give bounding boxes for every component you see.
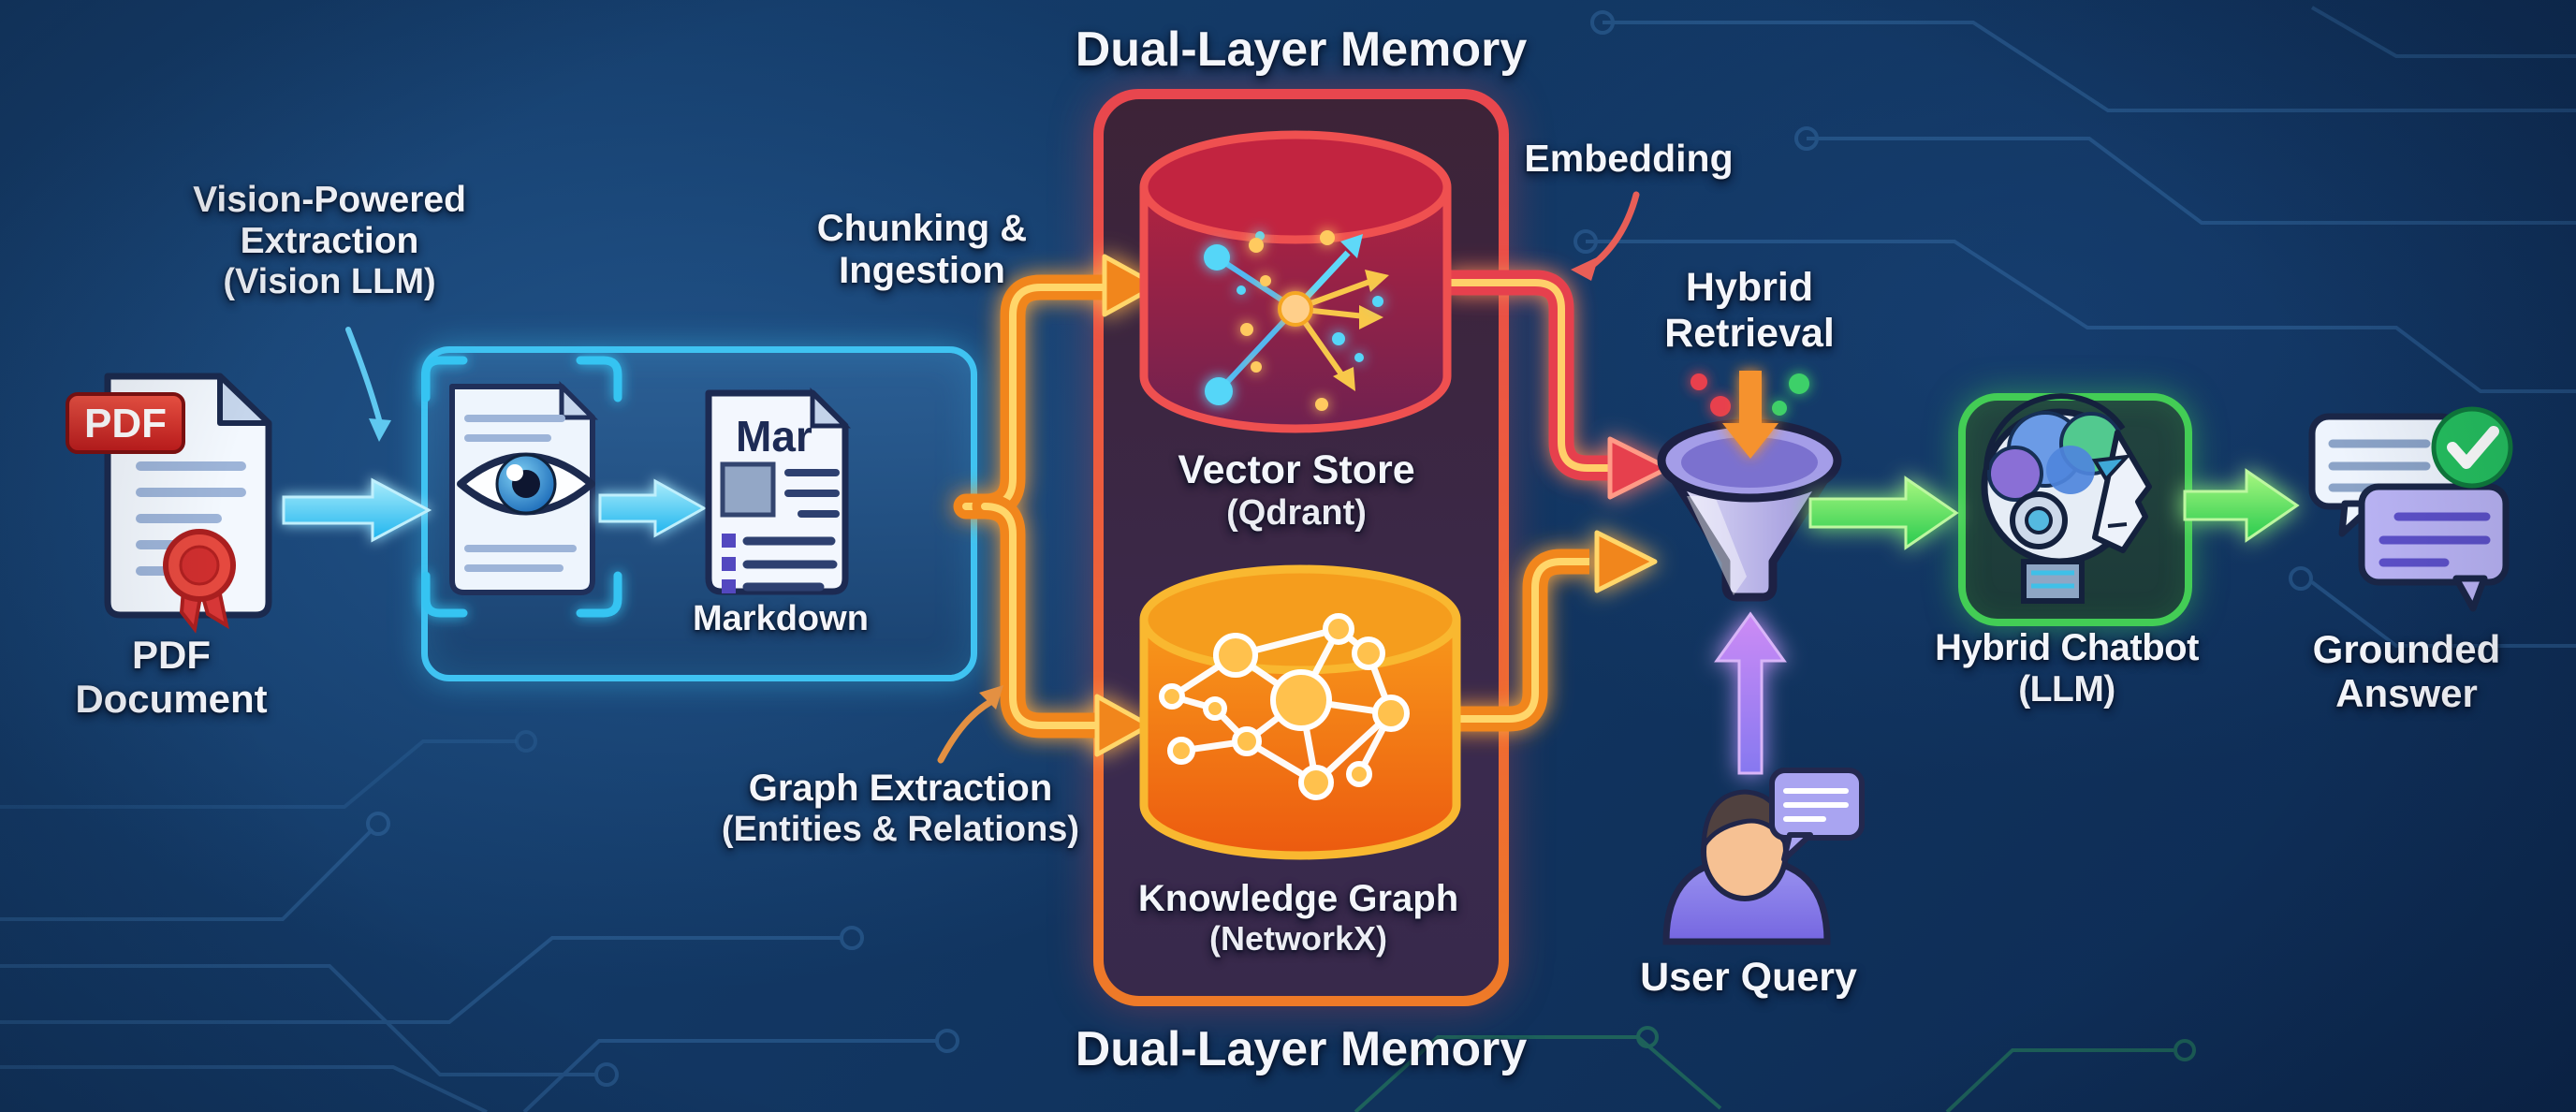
arrow-down-icon-into-funnel: [1722, 371, 1778, 459]
chat-bubbles-icon: [2308, 406, 2513, 612]
markdown-doc-text: Mar: [736, 412, 812, 461]
knowledge-graph-cylinder-icon: [1139, 564, 1461, 860]
circuit-pattern-green: [1354, 1026, 2196, 1112]
eye-scan-icon: [421, 356, 622, 618]
vector-store-cylinder-icon: [1139, 130, 1452, 433]
hybrid-chatbot-label: Hybrid Chatbot (LLM): [1935, 627, 2199, 710]
user-query-label: User Query: [1640, 955, 1857, 1000]
arrow-right-icon-pdf-to-vision: [282, 477, 432, 543]
arrow-right-icon-chatbot-to-answer: [2183, 468, 2300, 543]
vector-store-label: Vector Store (Qdrant): [1178, 447, 1415, 533]
vector-starburst: [1204, 230, 1389, 411]
speech-bubble-icon: [1769, 768, 1865, 862]
arrow-right-icon-eye-to-markdown: [598, 478, 708, 538]
check-circle-icon: [2431, 406, 2513, 489]
hybrid-retrieval-label: Hybrid Retrieval: [1664, 265, 1835, 356]
graph-extraction-annotation-arrow: [937, 685, 1003, 764]
pdf-badge-text: PDF: [84, 401, 167, 446]
graph-extraction-label: Graph Extraction (Entities & Relations): [721, 768, 1080, 850]
markdown-label: Markdown: [693, 599, 869, 638]
arrow-right-icon-funnel-to-chatbot: [1808, 476, 1959, 550]
robot-brain-icon: [1981, 393, 2152, 604]
vision-annotation-arrow: [345, 327, 391, 442]
funnel-input-dots: [1690, 373, 1809, 417]
grounded-answer-label: Grounded Answer: [2312, 627, 2501, 716]
pipe-chunking-ingestion: [953, 254, 1160, 757]
dual-layer-memory-title-bottom: Dual-Layer Memory: [1075, 1022, 1528, 1076]
pipe-graph-retrieval: [1446, 530, 1658, 732]
certificate-ribbon-icon: [163, 529, 236, 634]
markdown-file-icon: Mar: [705, 387, 852, 595]
embedding-label: Embedding: [1524, 137, 1734, 180]
vision-extraction-label: Vision-Powered Extraction (Vision LLM): [193, 180, 466, 302]
knowledge-graph-label: Knowledge Graph (NetworkX): [1137, 878, 1459, 958]
circuit-pattern: [0, 6, 2576, 1112]
pdf-document-label: PDF Document: [75, 633, 268, 722]
chunking-ingestion-label: Chunking & Ingestion: [816, 208, 1028, 292]
embedding-annotation-arrow: [1571, 191, 1640, 281]
pipe-embedding-retrieval: [1446, 270, 1671, 500]
arrow-up-icon-user-query: [1714, 611, 1787, 775]
pdf-badge: PDF: [66, 392, 185, 454]
user-avatar-icon: [1662, 789, 1831, 945]
dual-layer-memory-title-top: Dual-Layer Memory: [1075, 22, 1528, 77]
pdf-file-icon: PDF: [66, 373, 272, 634]
funnel-icon: [1657, 371, 1842, 602]
